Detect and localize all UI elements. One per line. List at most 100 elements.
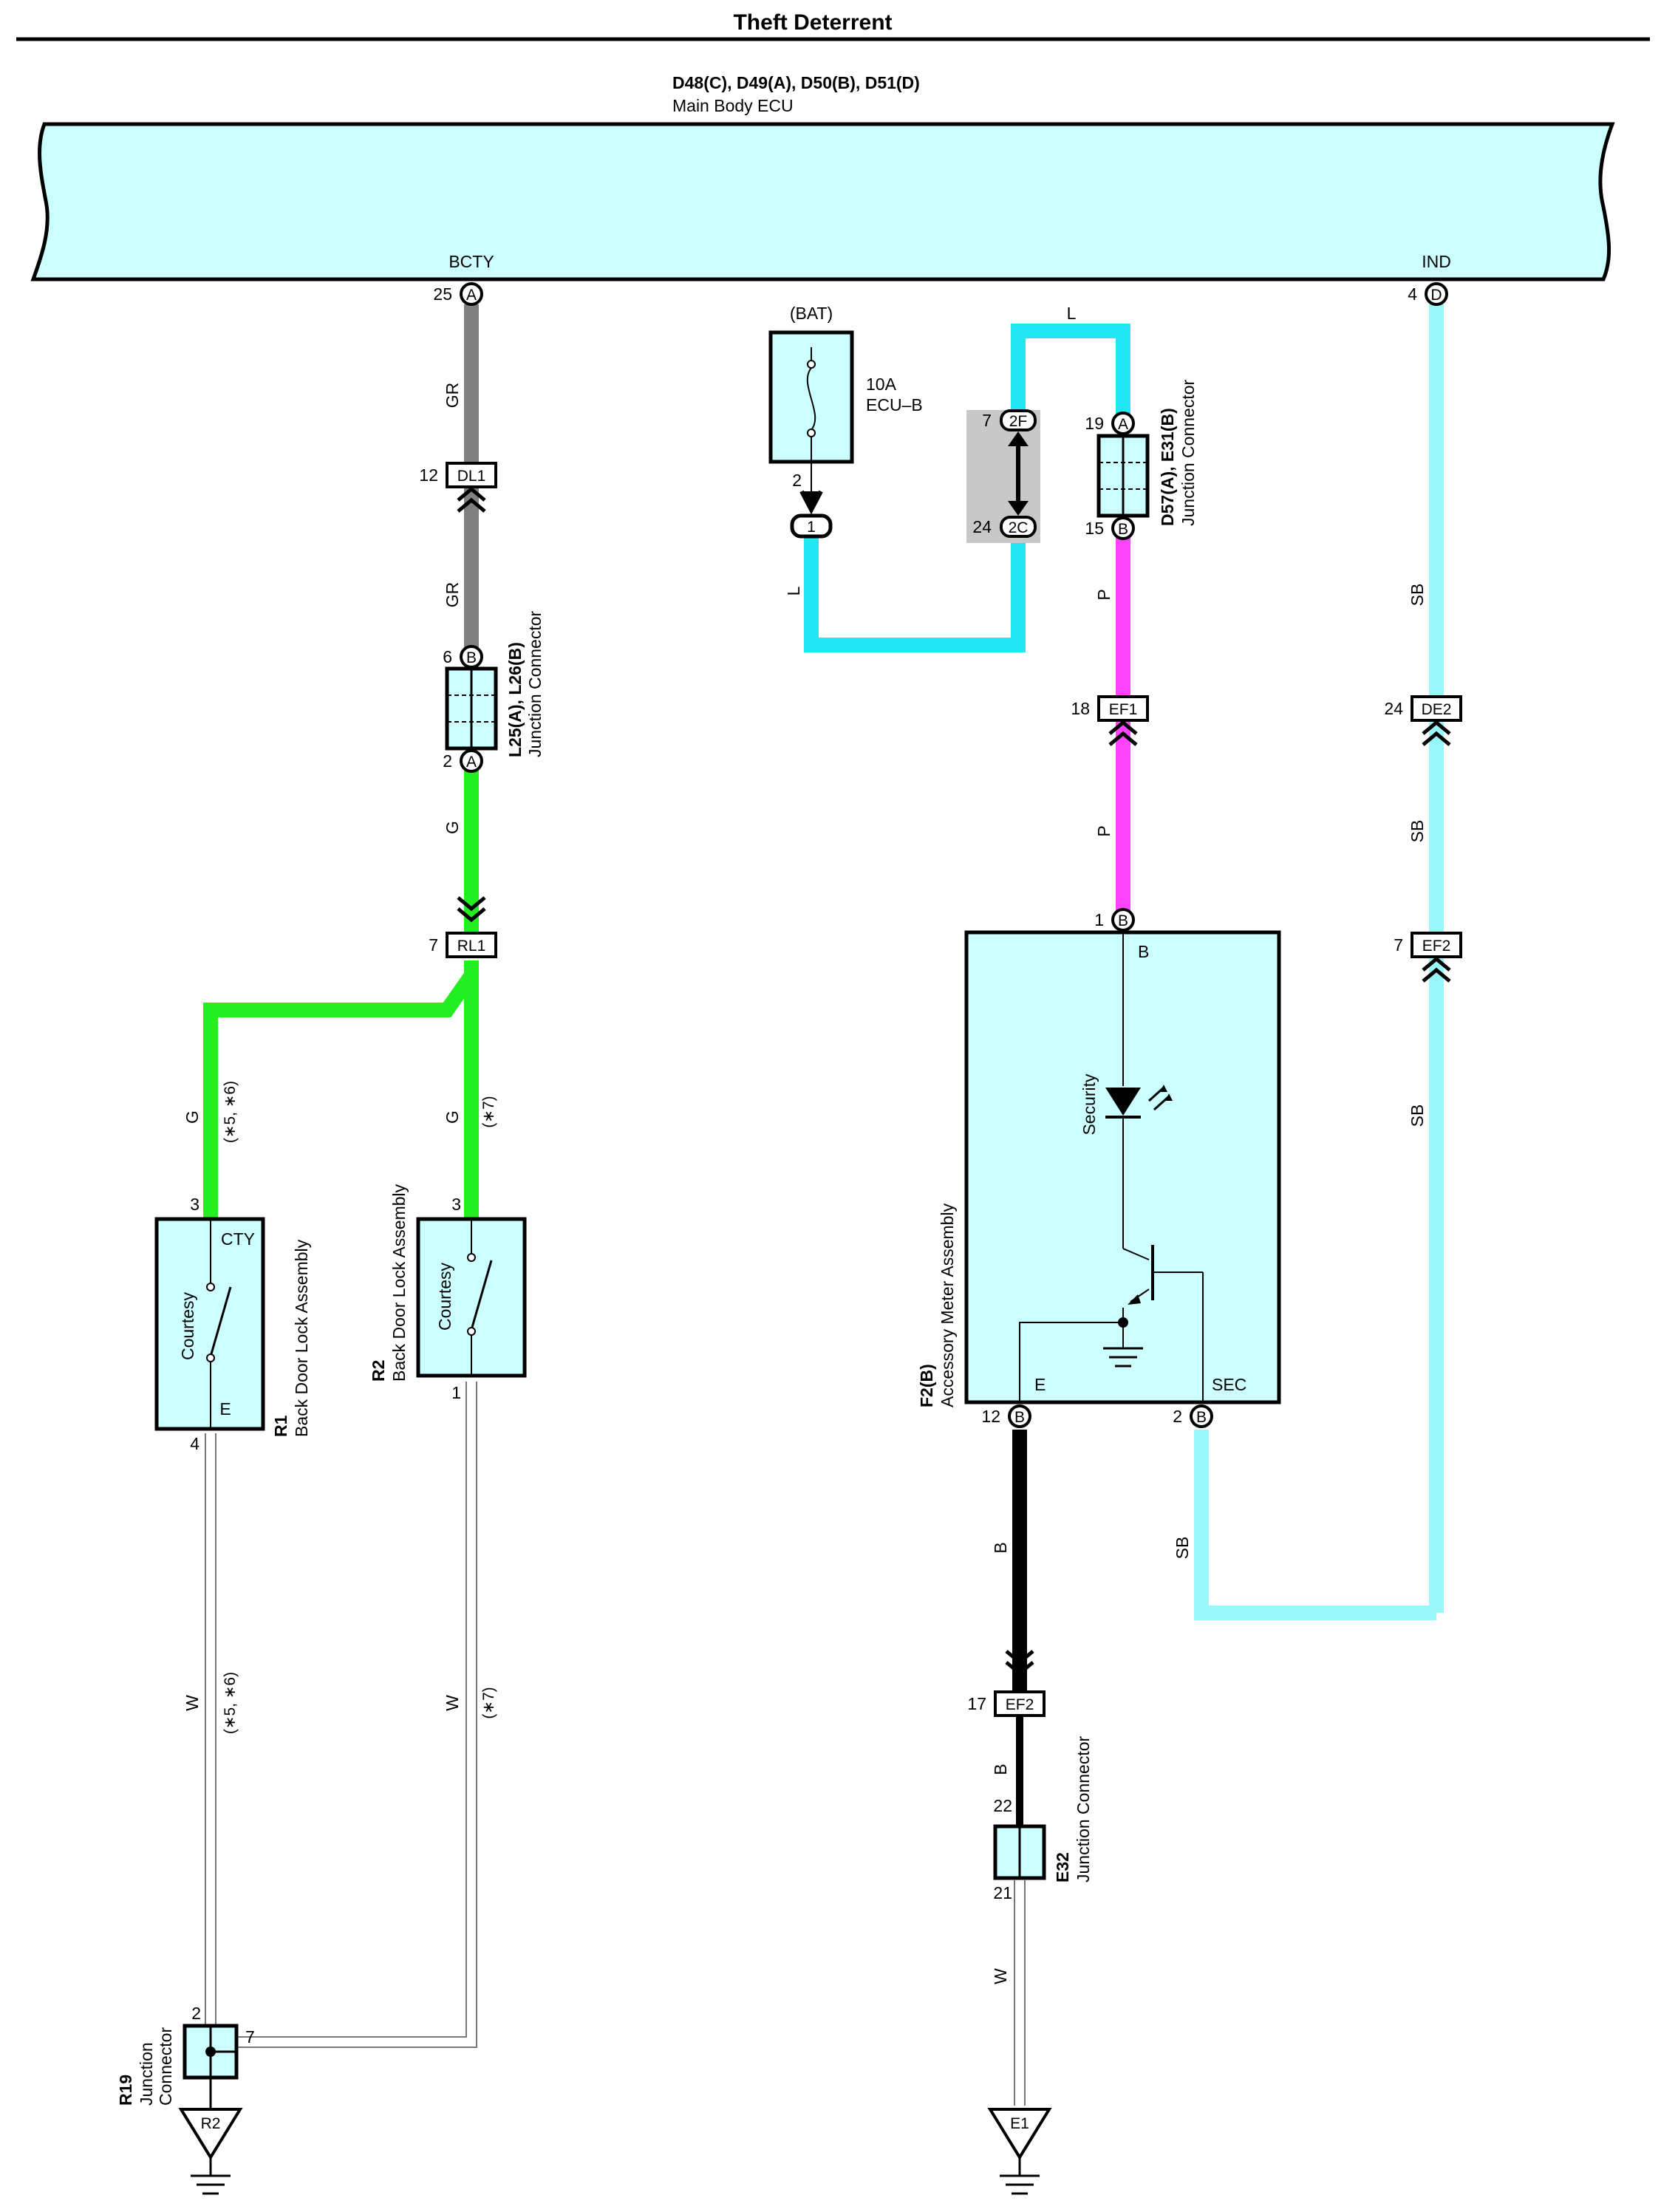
label-wire-w-r2: W [443,1695,462,1711]
bat-connector-1: 1 [790,513,833,539]
svg-text:21: 21 [993,1883,1012,1902]
junction-connector-d57: A 19 B 15 [1085,412,1150,540]
svg-text:B: B [1014,1409,1025,1426]
ecu-pin-bcty-num: 25 [433,284,452,304]
note-w-56: (∗5, ∗6) [222,1672,239,1734]
svg-text:Courtesy: Courtesy [435,1262,454,1331]
back-door-lock-r2: Courtesy 3 1 [416,1195,527,1402]
page-title: Theft Deterrent [733,10,892,35]
r2-id: R2 [369,1360,388,1382]
svg-text:Courtesy: Courtesy [178,1291,197,1360]
note-r2-7: (∗7) [480,1096,497,1127]
r19-name-b: Connector [156,2027,175,2106]
svg-text:DL1: DL1 [457,468,486,485]
note-r1-56: (∗5, ∗6) [222,1081,239,1143]
svg-text:B: B [1118,912,1128,929]
junction-connector-r19: 2 7 [183,2004,255,2109]
label-wire-w-e32: W [991,1968,1010,1984]
label-wire-g-r1: G [183,1110,202,1124]
label-wire-p-1: P [1094,589,1113,600]
connector-ef2-sb: EF2 7 [1394,932,1462,983]
connector-dl1: DL1 12 [419,462,497,513]
wire-g-branch-r1 [203,971,478,1219]
label-wire-g-r2: G [443,1110,462,1124]
svg-text:Security: Security [1080,1073,1099,1136]
label-wire-b-1: B [991,1542,1010,1553]
svg-text:B: B [466,649,477,666]
fuse-ecu-b: 2 [768,330,854,515]
wire-l-bat [804,533,1026,652]
svg-text:B: B [1138,942,1149,961]
svg-text:2: 2 [443,751,452,771]
connector-ef2-b: EF2 17 [967,1650,1046,1717]
label-wire-sb-3: SB [1408,1105,1427,1127]
svg-text:17: 17 [967,1694,986,1713]
svg-text:E: E [219,1399,231,1419]
ecu-pin-ind-letter: D [1430,287,1442,304]
ecu-pin-ind-num: 4 [1408,284,1417,304]
main-body-ecu-box [30,122,1615,281]
junction-connector-e32: 22 21 [993,1796,1046,1902]
label-wire-l-2: L [1067,304,1077,323]
svg-text:E1: E1 [1010,2115,1029,2132]
jc-l25-name: Junction Connector [525,610,545,757]
jc-d57-name: Junction Connector [1179,379,1198,526]
back-door-lock-r1: CTY E Courtesy 3 4 [154,1195,265,1453]
e32-id: E32 [1053,1852,1072,1882]
svg-text:2: 2 [792,471,802,490]
svg-text:R2: R2 [201,2115,221,2132]
meter-name: Accessory Meter Assembly [938,1203,957,1407]
junction-connector-l25: B 6 A 2 [443,645,498,773]
wire-w-r2 [236,1382,477,2048]
svg-text:7: 7 [982,411,992,430]
svg-text:18: 18 [1071,699,1090,718]
svg-text:CTY: CTY [221,1229,255,1249]
svg-text:7: 7 [429,935,438,955]
svg-text:A: A [466,754,477,771]
fuse-supply: (BAT) [790,304,833,323]
wire-w-e32 [1014,1880,1026,2106]
svg-text:2F: 2F [1009,413,1028,430]
svg-text:15: 15 [1085,519,1104,538]
svg-text:B: B [1196,1409,1207,1426]
svg-text:EF2: EF2 [1422,938,1451,955]
svg-text:A: A [1118,416,1128,433]
label-wire-sb-2: SB [1408,820,1427,843]
label-wire-sb-4: SB [1173,1537,1192,1560]
label-wire-p-2: P [1094,825,1113,836]
svg-text:7: 7 [245,2027,255,2047]
svg-text:1: 1 [807,519,816,536]
jc-d57-ids: D57(A), E31(B) [1158,408,1177,526]
svg-text:19: 19 [1085,414,1104,433]
label-wire-sb-1: SB [1408,584,1427,607]
svg-text:6: 6 [443,647,452,666]
fuse-rating: 10A [866,375,897,394]
ecu-pin-bcty-letter: A [466,287,477,304]
label-wire-g-1: G [443,821,462,834]
wire-w-r1 [205,1433,216,2026]
ground-r2: R2 [178,2108,243,2195]
svg-text:12: 12 [419,465,438,485]
label-wire-w-r1: W [183,1695,202,1711]
r2-name: Back Door Lock Assembly [389,1184,409,1382]
meter-id: F2(B) [917,1364,936,1407]
svg-text:2: 2 [1173,1407,1182,1426]
label-wire-b-2: B [991,1764,1010,1775]
svg-text:22: 22 [993,1796,1012,1815]
fuse-name: ECU–B [866,395,923,414]
svg-text:E: E [1034,1375,1046,1394]
connector-rl1: RL1 7 [429,896,497,958]
wire-sb-sec [1194,1430,1436,1620]
svg-text:EF2: EF2 [1006,1696,1034,1713]
svg-text:3: 3 [190,1195,199,1214]
svg-text:2: 2 [191,2004,201,2023]
svg-text:12: 12 [981,1407,1000,1426]
connector-de2: DE2 24 [1384,695,1462,746]
svg-text:DE2: DE2 [1422,701,1452,718]
label-wire-l-1: L [784,586,803,595]
svg-text:24: 24 [1384,699,1403,718]
svg-text:EF1: EF1 [1109,701,1138,718]
r19-name-a: Junction [137,2042,156,2106]
r1-id: R1 [271,1415,290,1437]
